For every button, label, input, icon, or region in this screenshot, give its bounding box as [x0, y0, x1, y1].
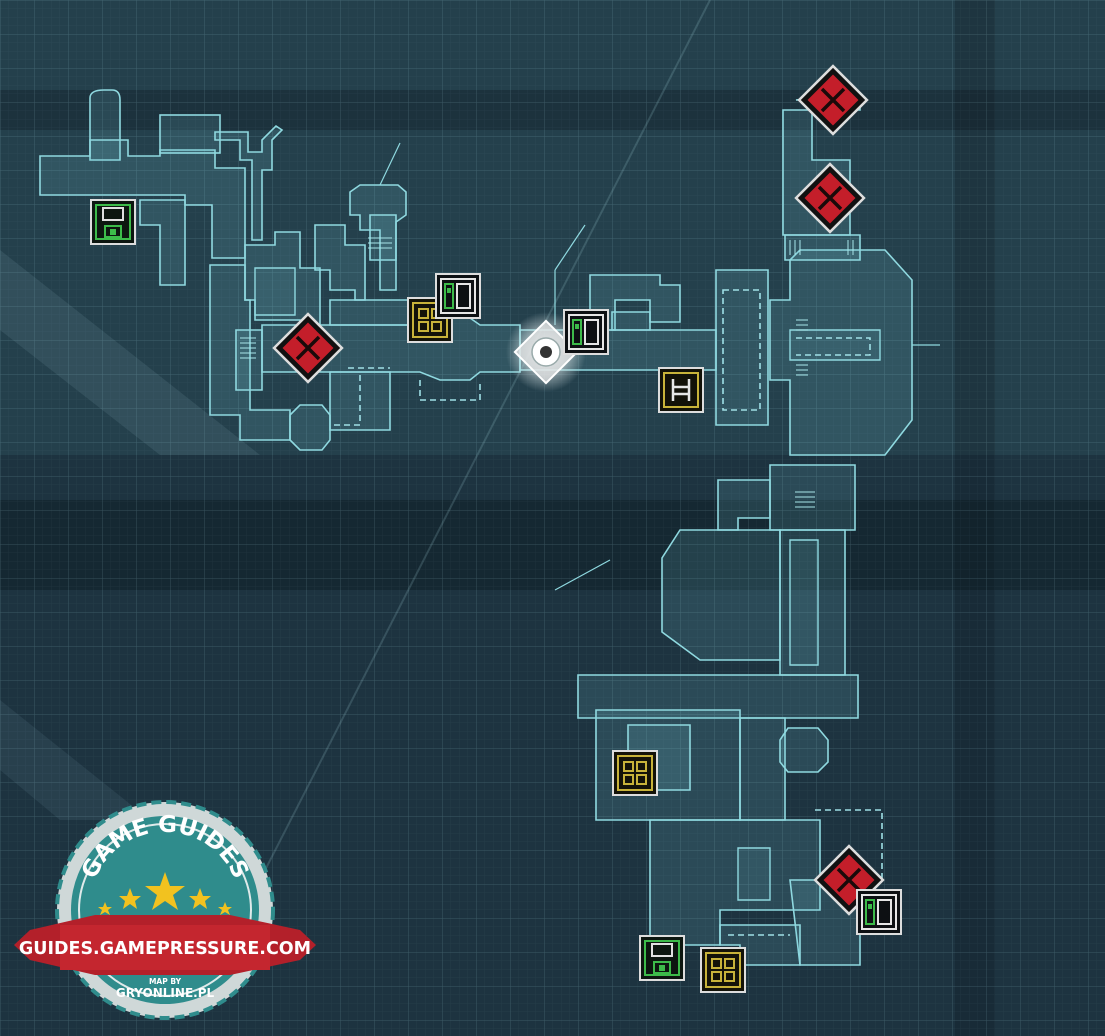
map-markers: [90, 64, 902, 993]
badge-credit: GRYONLINE.PL: [116, 986, 215, 1000]
grid-icon[interactable]: [407, 297, 453, 343]
terminal-icon[interactable]: [435, 273, 481, 319]
x-icon[interactable]: [272, 312, 344, 384]
watermark-badge: GAME GUIDES GUIDES.GAMEPRESSURE.COM MAP …: [14, 800, 316, 1020]
badge-site: GUIDES.GAMEPRESSURE.COM: [19, 939, 311, 959]
grid-icon[interactable]: [700, 947, 746, 993]
central-rooms: [519, 97, 940, 456]
star-icon: [98, 872, 232, 915]
floppy-disk-icon[interactable]: [639, 935, 685, 981]
elevator-icon[interactable]: [658, 367, 704, 413]
x-icon[interactable]: [794, 162, 866, 234]
grid-icon[interactable]: [612, 750, 658, 796]
floppy-disk-icon[interactable]: [90, 199, 136, 245]
south-wing-rooms: [554, 464, 883, 966]
x-icon[interactable]: [797, 64, 869, 136]
terminal-icon[interactable]: [856, 889, 902, 935]
terminal-icon[interactable]: [563, 309, 609, 355]
badge-map-by: MAP BY: [149, 977, 182, 986]
